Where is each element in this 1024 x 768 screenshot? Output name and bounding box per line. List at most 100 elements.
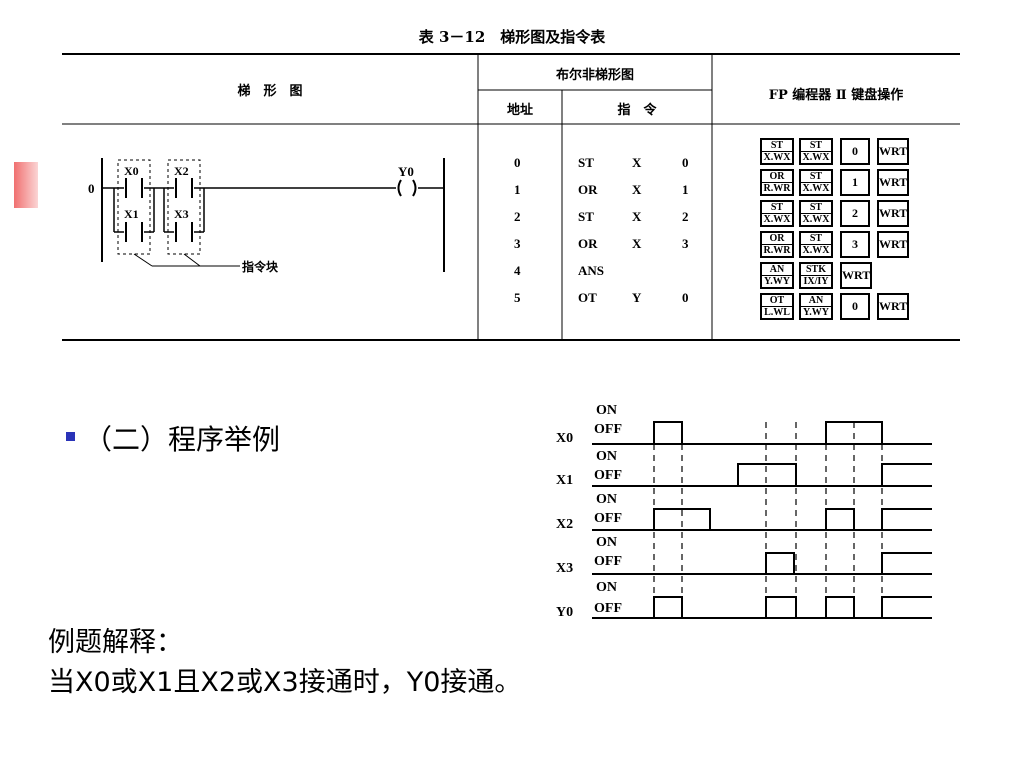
signal-label: X2: [556, 517, 573, 532]
signal-pulse: [825, 596, 855, 618]
key-sublabel: Y.WY: [801, 306, 831, 318]
key-0-3: WRT: [877, 138, 909, 165]
section-heading: （二）程序举例: [84, 423, 281, 456]
signal-pulse: [825, 508, 855, 530]
contact-label-x3: X3: [174, 207, 189, 221]
row-opcode: OT: [578, 290, 597, 305]
signal-pulse: [653, 508, 711, 530]
coil-label: Y0: [398, 164, 414, 179]
key-label: 2: [852, 206, 858, 220]
key-sublabel: Y.WY: [762, 275, 792, 287]
row-address: 1: [514, 182, 521, 197]
key-2-3: WRT: [877, 200, 909, 227]
on-label: ON: [596, 492, 617, 507]
key-label: OT: [769, 295, 785, 306]
on-label: ON: [596, 535, 617, 550]
key-label: WRT: [879, 299, 908, 313]
row-number: 0: [682, 290, 689, 305]
key-2-2: 2: [840, 200, 870, 227]
signal-pulse: [881, 508, 932, 530]
signal-pulse: [765, 552, 795, 574]
signal-pulse: [881, 596, 932, 618]
table-frame: [62, 53, 960, 341]
key-label: WRT: [842, 268, 871, 282]
key-sublabel: X.WX: [801, 151, 831, 163]
row-number: 2: [682, 209, 689, 224]
key-3-2: 3: [840, 231, 870, 258]
signal-label: Y0: [556, 605, 573, 620]
explanation-text: 当X0或X1且X2或X3接通时，Y0接通。: [48, 667, 522, 698]
header-fp-keyboard: FP 编程器 Ⅱ 键盘操作: [768, 88, 904, 103]
contact-label-x2: X2: [174, 164, 189, 178]
key-label: WRT: [879, 144, 908, 158]
row-device: X: [632, 209, 642, 224]
key-5-2: 0: [840, 293, 870, 320]
contact-label-x0: X0: [124, 164, 139, 178]
contact-x2: [175, 178, 193, 198]
row-opcode: ST: [578, 209, 594, 224]
key-sublabel: X.WX: [801, 244, 831, 256]
row-opcode: ST: [578, 155, 594, 170]
key-label: AN: [769, 264, 785, 275]
key-label: 1: [852, 175, 858, 189]
block-outline-2: [167, 159, 201, 255]
accent-strip: [14, 162, 38, 208]
row-device: X: [632, 182, 642, 197]
row-number: 3: [682, 236, 689, 251]
row-opcode: ANS: [578, 263, 605, 278]
key-label: ST: [809, 140, 823, 151]
contact-x1: [125, 222, 143, 242]
key-sublabel: X.WX: [762, 213, 792, 225]
key-sublabel: X.WX: [801, 213, 831, 225]
signal-pulse: [653, 421, 683, 444]
key-label: ST: [809, 171, 823, 182]
row-opcode: OR: [578, 182, 598, 197]
row-address: 0: [514, 155, 521, 170]
contact-x3: [175, 222, 193, 242]
signal-pulse: [881, 552, 932, 574]
row-device: X: [632, 155, 642, 170]
key-label: ST: [809, 233, 823, 244]
key-label: 0: [852, 144, 858, 158]
header-boolean: 布尔非梯形图: [555, 68, 634, 83]
key-sublabel: IX/IY: [801, 275, 831, 287]
key-sublabel: R.WR: [762, 244, 792, 256]
row-number: 0: [682, 155, 689, 170]
key-1-3: WRT: [877, 169, 909, 196]
off-label: OFF: [594, 468, 622, 483]
signal-label: X0: [556, 431, 573, 446]
contact-label-x1: X1: [124, 207, 139, 221]
off-label: OFF: [594, 554, 622, 569]
block-label: 指令块: [242, 259, 279, 274]
key-label: WRT: [879, 206, 908, 220]
key-label: STK: [805, 264, 826, 275]
signal-pulse: [653, 596, 683, 618]
key-5-3: WRT: [877, 293, 909, 320]
key-label: 3: [852, 237, 858, 251]
on-label: ON: [596, 403, 617, 418]
signal-pulse: [765, 596, 797, 618]
key-sublabel: X.WX: [801, 182, 831, 194]
off-label: OFF: [594, 601, 622, 616]
key-label: ST: [770, 202, 784, 213]
bullet-marker: [66, 432, 75, 441]
contact-x0: [125, 178, 143, 198]
row-number: 1: [682, 182, 689, 197]
key-label: WRT: [879, 237, 908, 251]
row-address: 4: [514, 263, 521, 278]
key-label: OR: [769, 233, 785, 244]
row-device: X: [632, 236, 642, 251]
header-ladder: 梯 形 图: [237, 84, 303, 99]
key-label: ST: [809, 202, 823, 213]
key-sublabel: X.WX: [762, 151, 792, 163]
block-outline-1: [117, 159, 151, 255]
